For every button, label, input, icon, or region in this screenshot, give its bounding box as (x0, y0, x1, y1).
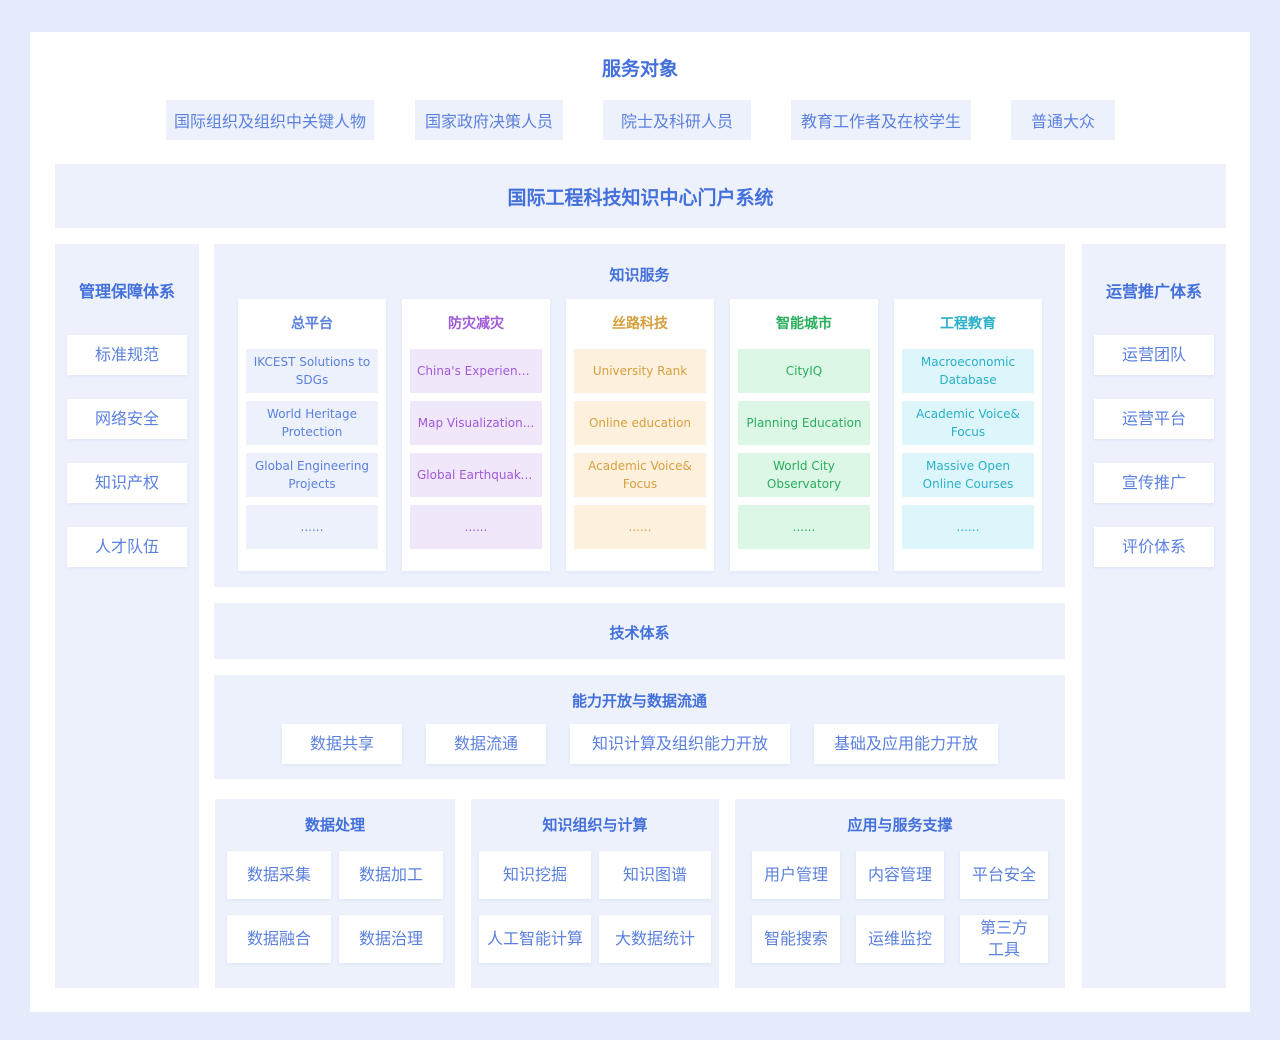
knowledge-service-column-title: 防灾减灾 (448, 316, 504, 332)
knowledge-service-column: 防灾减灾 China's Experience... Map Visualizati… (402, 299, 550, 571)
service-target-chip: 普通大众 (1011, 100, 1115, 140)
knowledge-service-column-title: 工程教育 (940, 316, 996, 332)
knowledge-service-item-label: World City Observatory (766, 459, 842, 491)
portal-system-title: 国际工程科技知识中心门户系统 (507, 187, 774, 209)
knowledge-service-item-label: ...... (300, 520, 324, 534)
knowledge-service-item-label: Academic Voice& Focus (588, 459, 692, 491)
tech-system-title: 技术体系 (609, 624, 670, 642)
knowledge-service-item-label: CityIQ (785, 364, 823, 378)
tech-system-band (214, 603, 1065, 659)
data-processing-title: 数据处理 (304, 816, 365, 834)
app-support-item: 第三方 工具 (960, 915, 1048, 963)
knowledge-service-item: China's Experience... (410, 349, 542, 393)
knowledge-service-item: IKCEST Solutions to SDGs (246, 349, 378, 393)
service-target-chip: 院士及科研人员 (603, 100, 751, 140)
knowledge-service-item-label: ...... (792, 520, 816, 534)
app-support-item: 运维监控 (856, 915, 944, 963)
knowledge-service-item-label: Global Earthquake... (417, 468, 535, 482)
app-support-title: 应用与服务支撑 (847, 816, 953, 834)
knowledge-service-column-title: 总平台 (291, 316, 333, 332)
operations-item: 评价体系 (1094, 527, 1214, 567)
operations-item: 运营团队 (1094, 335, 1214, 375)
knowledge-service-item-label: ...... (956, 520, 980, 534)
operations-title: 运营推广体系 (1105, 282, 1202, 301)
knowledge-service-item-label: IKCEST Solutions to SDGs (253, 355, 371, 387)
management-item: 网络安全 (67, 399, 187, 439)
knowledge-org-item: 人工智能计算 (479, 915, 591, 963)
app-support-item: 用户管理 (752, 851, 840, 899)
knowledge-service-item: World Heritage Protection (246, 401, 378, 445)
portal-system-band (55, 164, 1226, 228)
management-item: 知识产权 (67, 463, 187, 503)
data-processing-item: 数据加工 (339, 851, 443, 899)
app-support-item: 智能搜索 (752, 915, 840, 963)
app-support-item: 内容管理 (856, 851, 944, 899)
knowledge-service-item: Massive Open Online Courses (902, 453, 1034, 497)
knowledge-service-item: CityIQ (738, 349, 870, 393)
operations-item: 运营平台 (1094, 399, 1214, 439)
knowledge-service-title: 知识服务 (609, 266, 670, 284)
knowledge-service-item: Map Visualization... (410, 401, 542, 445)
knowledge-service-item-label: Massive Open Online Courses (922, 459, 1014, 491)
knowledge-org-item: 大数据统计 (599, 915, 711, 963)
knowledge-service-column-title: 丝路科技 (612, 316, 668, 332)
management-item: 标准规范 (67, 335, 187, 375)
knowledge-service-item-label: ...... (464, 520, 488, 534)
capability-item: 知识计算及组织能力开放 (570, 724, 790, 764)
knowledge-service-item-label: ...... (628, 520, 652, 534)
knowledge-service-item-label: Academic Voice& Focus (916, 407, 1020, 439)
knowledge-service-item-label: China's Experience... (417, 364, 535, 378)
service-target-chip: 教育工作者及在校学生 (791, 100, 971, 140)
knowledge-org-title: 知识组织与计算 (542, 816, 648, 834)
knowledge-service-item-label: University Rank (592, 364, 688, 378)
knowledge-service-item: ...... (574, 505, 706, 549)
knowledge-service-item: Global Earthquake... (410, 453, 542, 497)
data-processing-item: 数据采集 (227, 851, 331, 899)
service-target-chip: 国际组织及组织中关键人物 (166, 100, 374, 140)
capability-item: 基础及应用能力开放 (814, 724, 998, 764)
knowledge-service-item-label: Planning Education (746, 416, 862, 430)
knowledge-service-item-label: Global Engineering Projects (254, 459, 370, 491)
knowledge-service-column-title: 智能城市 (776, 316, 832, 332)
operations-item: 宣传推广 (1094, 463, 1214, 503)
knowledge-service-item: ...... (246, 505, 378, 549)
knowledge-service-item: Planning Education (738, 401, 870, 445)
knowledge-service-item: Academic Voice& Focus (574, 453, 706, 497)
knowledge-service-item: Online education (574, 401, 706, 445)
data-processing-item: 数据治理 (339, 915, 443, 963)
knowledge-org-item: 知识图谱 (599, 851, 711, 899)
knowledge-service-item-label: Macroeconomic Database (920, 355, 1016, 387)
app-support-item: 平台安全 (960, 851, 1048, 899)
knowledge-service-item: University Rank (574, 349, 706, 393)
management-item: 人才队伍 (67, 527, 187, 567)
capability-item: 数据共享 (282, 724, 402, 764)
capability-title: 能力开放与数据流通 (571, 692, 707, 710)
knowledge-service-item: ...... (738, 505, 870, 549)
knowledge-service-item: ...... (902, 505, 1034, 549)
knowledge-service-item: World City Observatory (738, 453, 870, 497)
capability-item: 数据流通 (426, 724, 546, 764)
knowledge-org-item: 知识挖掘 (479, 851, 591, 899)
knowledge-service-item: Academic Voice& Focus (902, 401, 1034, 445)
knowledge-service-item: Macroeconomic Database (902, 349, 1034, 393)
knowledge-service-item: Global Engineering Projects (246, 453, 378, 497)
knowledge-service-item-label: Online education (588, 416, 692, 430)
service-targets-title: 服务对象 (601, 58, 678, 80)
knowledge-service-item-label: Map Visualization... (417, 416, 535, 430)
service-target-chip: 国家政府决策人员 (415, 100, 563, 140)
management-title: 管理保障体系 (78, 282, 175, 301)
knowledge-service-item: ...... (410, 505, 542, 549)
knowledge-service-item-label: World Heritage Protection (267, 407, 357, 439)
data-processing-item: 数据融合 (227, 915, 331, 963)
